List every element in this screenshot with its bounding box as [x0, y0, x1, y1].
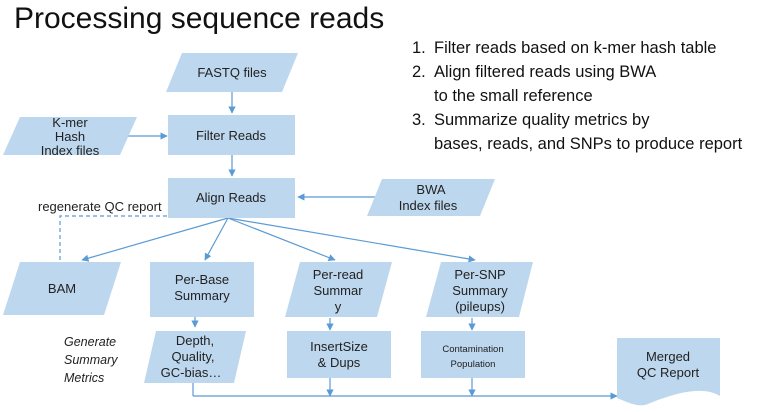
label-bwa-2: Index files [399, 198, 458, 213]
label-merged-1: Merged [646, 349, 690, 364]
label-perbase-2: Summary [174, 288, 230, 303]
node-filter [168, 115, 295, 155]
node-depth [144, 331, 246, 383]
label-kmer-3: Index files [41, 143, 100, 158]
label-depth-3: GC-bias… [161, 365, 222, 380]
arrow-align-to-bam [81, 217, 229, 262]
label-persnp-1: Per-SNP [454, 267, 505, 282]
node-contam [421, 331, 525, 378]
arrow-align-to-perbase [204, 217, 229, 261]
label-perread-1: Per-read [313, 267, 364, 282]
label-perread-2: Summar [313, 283, 363, 298]
label-bam: BAM [48, 281, 76, 296]
step-2-line-1: Align filtered reads using BWA [434, 63, 657, 81]
node-bwa [367, 179, 495, 216]
label-generate-1: Generate [64, 335, 116, 349]
step-1: 1. Filter reads based on k-mer hash tabl… [412, 36, 742, 60]
step-3-line-2: bases, reads, and SNPs to produce report [434, 135, 743, 153]
node-align [168, 178, 295, 218]
step-3-number: 3. [412, 111, 426, 129]
step-1-number: 1. [412, 39, 426, 57]
step-2-number: 2. [412, 63, 426, 81]
label-depth-2: Quality, [171, 349, 214, 364]
step-3-line-1: Summarize quality metrics by [434, 111, 650, 129]
node-kmer [3, 117, 137, 155]
node-labels: FASTQ files K-mer Hash Index files Filte… [41, 65, 700, 380]
label-perread-3: y [335, 299, 342, 314]
page-title: Processing sequence reads [14, 2, 385, 35]
label-depth-1: Depth, [176, 333, 214, 348]
label-align: Align Reads [196, 190, 267, 205]
node-perbase [150, 262, 254, 317]
regenerate-dashed-line [59, 215, 170, 260]
node-persnp [426, 262, 533, 317]
label-fastq: FASTQ files [197, 65, 267, 80]
label-insert-2: & Dups [318, 355, 361, 370]
arrow-align-to-perread [227, 217, 336, 261]
step-2: 2. Align filtered reads using BWA to the… [412, 60, 742, 108]
step-3: 3. Summarize quality metrics by bases, r… [412, 108, 742, 156]
step-1-line-1: Filter reads based on k-mer hash table [434, 39, 717, 57]
label-regenerate: regenerate QC report [38, 199, 162, 214]
label-generate-2: Summary [64, 353, 118, 367]
node-insert [287, 331, 391, 378]
label-bwa-1: BWA [416, 182, 445, 197]
label-kmer-2: Hash [55, 129, 85, 144]
label-filter: Filter Reads [196, 128, 267, 143]
label-persnp-2: Summary [452, 283, 508, 298]
label-generate-3: Metrics [64, 371, 104, 385]
label-merged-2: QC Report [637, 365, 700, 380]
steps-list: 1. Filter reads based on k-mer hash tabl… [412, 36, 742, 156]
node-perread [285, 262, 392, 317]
label-insert-1: InsertSize [310, 339, 368, 354]
shapes [3, 53, 720, 406]
node-bam [3, 262, 121, 315]
arrow-align-to-persnp [227, 217, 476, 263]
label-contam-1: Contamination [442, 344, 503, 355]
label-contam-2: Population [451, 359, 496, 370]
node-fastq [166, 53, 298, 92]
node-merged [617, 338, 720, 406]
step-2-line-2: to the small reference [434, 87, 593, 105]
label-persnp-3: (pileups) [455, 299, 505, 314]
label-generate-metrics: Generate Summary Metrics [64, 335, 118, 385]
label-kmer-1: K-mer [52, 115, 88, 130]
label-perbase-1: Per-Base [175, 272, 229, 287]
